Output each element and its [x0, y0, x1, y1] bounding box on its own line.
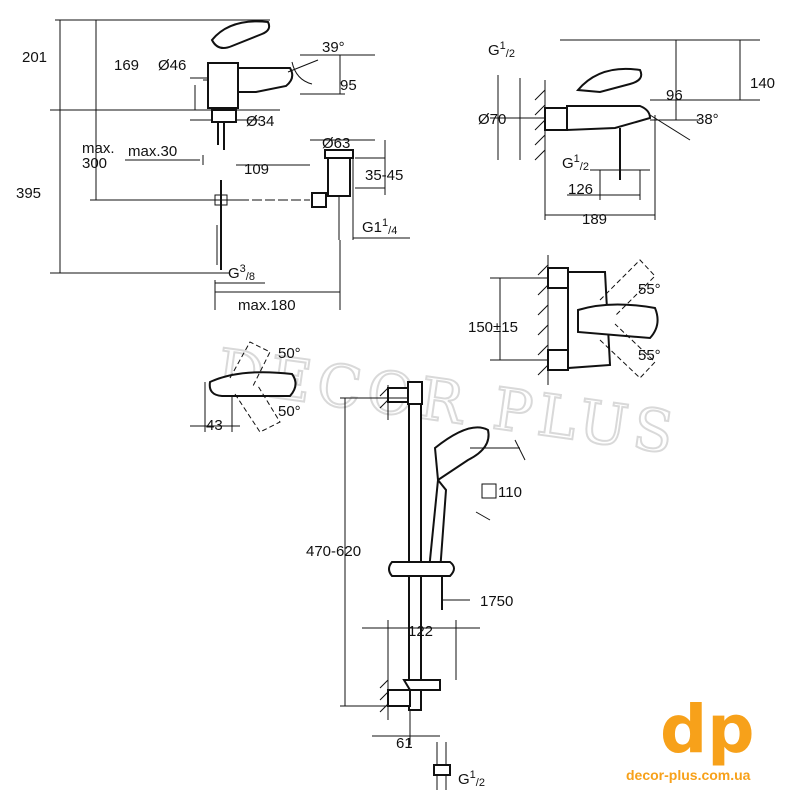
dim-38deg: 38°: [696, 111, 719, 128]
dim-109: 109: [244, 161, 269, 178]
dim-95: 95: [340, 77, 357, 94]
dim-d70: Ø70: [478, 111, 506, 128]
dim-300: 300: [82, 155, 107, 172]
dim-470-620: 470-620: [306, 543, 361, 560]
logo-url: decor-plus.com.ua: [626, 767, 751, 783]
dim-g1-2-bath: G1/2: [562, 153, 589, 173]
dim-35-45: 35-45: [365, 167, 403, 184]
decor-plus-logo: dp decor-plus.com.ua: [626, 691, 755, 783]
bath-mixer-front-drawing: [490, 255, 659, 385]
dim-55deg-bottom: 55°: [638, 347, 661, 364]
shower-set-drawing: [340, 381, 526, 790]
dim-g1-2-bottom: G1/2: [458, 769, 485, 789]
dim-140: 140: [750, 75, 775, 92]
dim-110: 110: [498, 484, 522, 501]
bath-mixer-drawing: [490, 39, 760, 220]
dim-55deg-top: 55°: [638, 281, 661, 298]
dim-169: 169: [114, 57, 139, 74]
dim-189: 189: [582, 211, 607, 228]
dim-50deg-bottom: 50°: [278, 403, 301, 420]
dim-201: 201: [22, 49, 47, 66]
dim-max180: max.180: [238, 297, 296, 314]
logo-mark: dp: [660, 691, 755, 768]
dim-395: 395: [16, 185, 41, 202]
dim-43: 43: [206, 417, 223, 434]
basin-mixer-top-view: [190, 341, 297, 433]
dim-1750: 1750: [480, 593, 513, 610]
dim-max30: max.30: [128, 143, 177, 160]
dim-d63: Ø63: [322, 135, 350, 152]
dim-g1-1-4: G11/4: [362, 217, 397, 237]
dim-39deg: 39°: [322, 39, 345, 56]
dim-d46: Ø46: [158, 57, 186, 74]
dim-61: 61: [396, 735, 413, 752]
dim-96: 96: [666, 87, 683, 104]
basin-mixer-drawing: [50, 19, 410, 310]
dim-g1-2-top: G1/2: [488, 40, 515, 60]
square-symbol-icon: [481, 483, 497, 499]
dim-50deg-top: 50°: [278, 345, 301, 362]
dim-126: 126: [568, 181, 593, 198]
dim-150pm15: 150±15: [468, 319, 518, 336]
dim-max: max.: [82, 140, 115, 157]
dim-122: 122: [408, 623, 433, 640]
dim-d34: Ø34: [246, 113, 274, 130]
dim-g3-8: G3/8: [228, 263, 255, 283]
